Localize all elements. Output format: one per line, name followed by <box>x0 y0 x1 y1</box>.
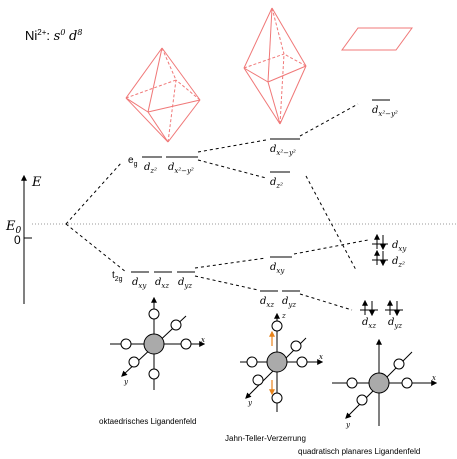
octahedral-complex <box>110 296 206 390</box>
label-eg-dx2y2: dx²−y² <box>168 162 194 175</box>
label-sp-dxy: dxy <box>392 240 407 253</box>
label-jt-dxy: dxy <box>270 262 285 275</box>
e0-label: E0 <box>5 219 22 236</box>
label-sp-dz2: dz² <box>392 256 405 269</box>
jahn-teller-complex <box>240 312 324 412</box>
label-sp-dxz: dxz <box>362 317 376 330</box>
jt-caption: Jahn-Teller-Verzerrung <box>225 434 306 443</box>
square-planar-shape <box>341 27 413 51</box>
energy-axis-label: E <box>31 175 42 190</box>
label-jt-dyz: dyz <box>282 296 296 309</box>
t2g-label: t2g <box>112 270 123 283</box>
oct-axis-x: x <box>201 336 205 344</box>
label-t2g-dyz: dyz <box>178 277 192 290</box>
octahedron-shape <box>125 47 201 143</box>
sp-caption: quadratisch planares Ligandenfeld <box>298 447 420 456</box>
sp-correlation-lines <box>293 103 369 311</box>
label-sp-dyz: dyz <box>388 317 402 330</box>
square-planar-complex <box>332 338 438 426</box>
oct-axis-y: y <box>123 378 129 386</box>
label-t2g-dxz: dxz <box>155 277 169 290</box>
sp-axis-y: y <box>345 421 351 429</box>
jt-axis-y: y <box>247 399 253 407</box>
label-jt-dx2y2: dx²−y² <box>270 144 296 157</box>
label-jt-dz2: dz² <box>270 177 283 190</box>
ion-label: Ni2+: s0 d8 <box>25 28 82 44</box>
jt-axis-x: x <box>319 353 323 361</box>
octahedral-split-lines <box>65 161 127 273</box>
elongated-octahedron-shape <box>243 7 307 125</box>
jt-correlation-lines <box>194 139 267 291</box>
label-jt-dxz: dxz <box>260 296 274 309</box>
label-sp-dx2y2: dx²−y² <box>372 105 398 118</box>
jt-axis-z: z <box>281 312 286 320</box>
eg-label: eg <box>128 155 138 168</box>
oct-caption: oktaedrisches Ligandenfeld <box>99 417 196 426</box>
label-eg-dz2: dz² <box>144 162 157 175</box>
zero-label: 0 <box>14 233 21 247</box>
label-t2g-dxy: dxy <box>132 277 147 290</box>
sp-axis-x: x <box>432 374 436 382</box>
